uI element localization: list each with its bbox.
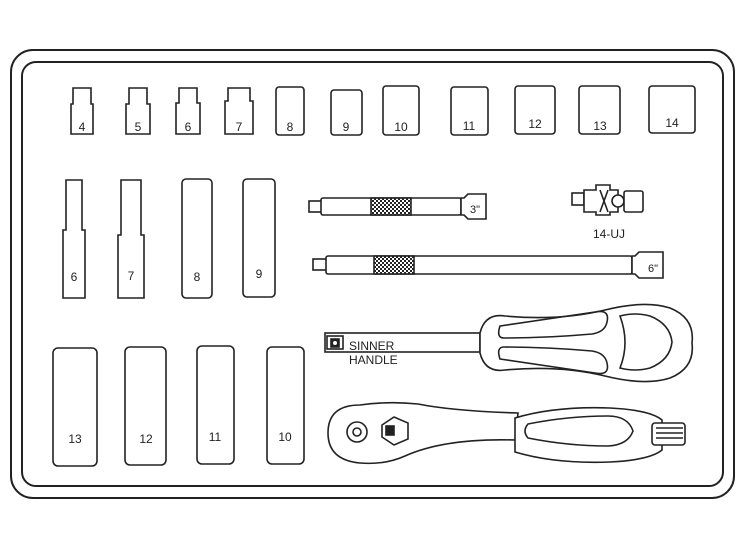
socket-label-8-short: 8 (287, 120, 294, 134)
socket-label-4: 4 (79, 120, 86, 134)
deep-socket-label-9: 9 (256, 267, 263, 281)
universal-joint-label: 14-UJ (593, 227, 625, 241)
socket-label-5: 5 (135, 120, 142, 134)
spinner-handle-label-line2: HANDLE (349, 353, 398, 367)
deep-socket-9: 9 (242, 178, 276, 298)
socket-8-short: 8 (275, 86, 305, 136)
deep-sockets-lower: 13 12 11 10 (52, 345, 305, 467)
deep-socket-label-12: 12 (139, 432, 153, 446)
deep-socket-label-11: 11 (209, 430, 222, 444)
socket-13-short: 13 (578, 85, 621, 135)
extension-3-inch: 3" (308, 193, 487, 220)
socket-label-11-short: 11 (463, 119, 476, 133)
deep-socket-11: 11 (196, 345, 235, 465)
socket-5: 5 (125, 87, 151, 135)
socket-14-short: 14 (648, 85, 696, 134)
socket-11-short: 11 (450, 86, 489, 136)
case-inner (21, 61, 724, 487)
socket-10-short: 10 (382, 85, 420, 136)
socket-4: 4 (70, 87, 94, 135)
deep-socket-label-6: 6 (71, 270, 78, 284)
deep-sockets-upper: 6 7 8 9 (62, 178, 276, 299)
socket-label-13-short: 13 (593, 119, 607, 133)
ratchet (327, 401, 686, 465)
socket-7-short: 7 (224, 87, 254, 135)
socket-label-10-short: 10 (394, 120, 408, 134)
deep-socket-7: 7 (117, 179, 145, 299)
short-sockets-row: 4 5 6 7 8 9 10 11 (70, 85, 696, 136)
socket-label-14-short: 14 (665, 116, 679, 130)
socket-label-9-short: 9 (343, 120, 350, 134)
spinner-handle-label-line1: SINNER (349, 339, 395, 353)
extension-6-inch-label: 6" (648, 263, 658, 275)
socket-label-7-short: 7 (236, 120, 243, 134)
socket-label-12-short: 12 (528, 117, 542, 131)
universal-joint: 14-UJ (571, 184, 644, 241)
deep-socket-label-8: 8 (194, 270, 201, 284)
socket-12-short: 12 (514, 85, 556, 135)
extension-3-inch-label: 3" (470, 204, 480, 216)
socket-9-short: 9 (330, 89, 363, 136)
deep-socket-10: 10 (266, 346, 305, 465)
deep-socket-8: 8 (181, 178, 213, 299)
socket-6-short: 6 (175, 87, 201, 135)
deep-socket-13: 13 (52, 347, 98, 467)
spinner-handle: SINNER HANDLE (324, 303, 694, 383)
deep-socket-12: 12 (124, 346, 167, 466)
deep-socket-label-7: 7 (128, 269, 135, 283)
extension-6-inch: 6" (312, 251, 664, 279)
deep-socket-6: 6 (62, 179, 86, 299)
deep-socket-label-10: 10 (278, 430, 292, 444)
deep-socket-label-13: 13 (68, 432, 82, 446)
socket-label-6-short: 6 (185, 120, 192, 134)
